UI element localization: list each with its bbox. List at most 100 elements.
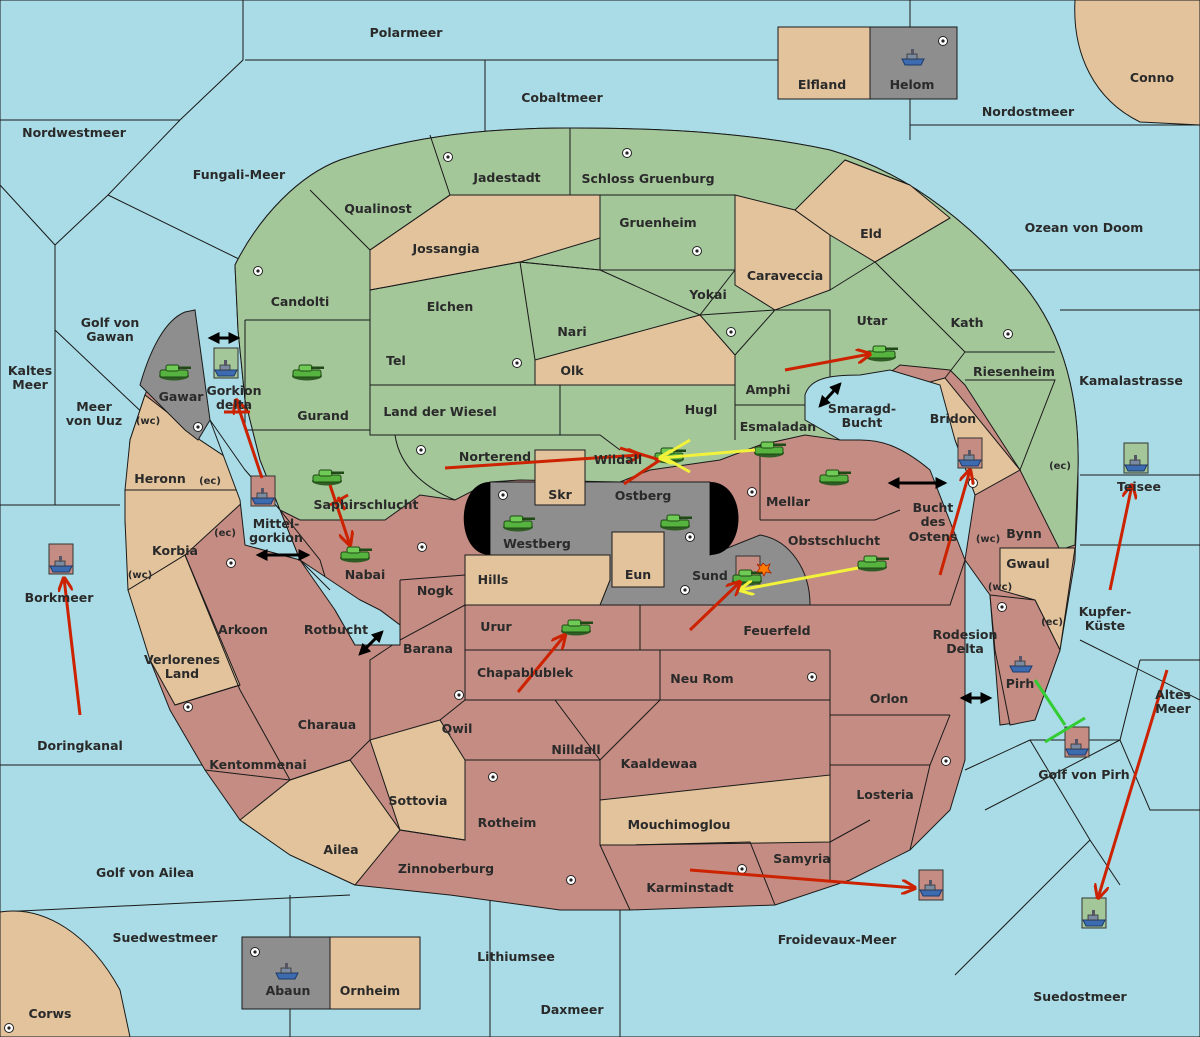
- label-teisee: Teisee: [1117, 479, 1161, 494]
- label-sottovia: Sottovia: [389, 793, 448, 808]
- label-chapablublek: Chapablublek: [477, 665, 574, 680]
- label-eld: Eld: [860, 226, 882, 241]
- label-bucht-1: Bucht: [913, 500, 954, 515]
- label-kupfer-2: Küste: [1085, 618, 1125, 633]
- label-eun: Eun: [625, 567, 651, 582]
- label-borkmeer: Borkmeer: [25, 590, 95, 605]
- label-land-wiesel: Land der Wiesel: [383, 404, 496, 419]
- label-losteria: Losteria: [856, 787, 913, 802]
- label-ostberg: Ostberg: [615, 488, 672, 503]
- label-elchen: Elchen: [427, 299, 474, 314]
- label-nabai: Nabai: [345, 567, 386, 582]
- label-altes-2: Meer: [1155, 701, 1191, 716]
- label-olk: Olk: [560, 363, 584, 378]
- label-kamalastrasse: Kamalastrasse: [1079, 373, 1183, 388]
- label-westberg: Westberg: [503, 536, 571, 551]
- label-feuerfeld: Feuerfeld: [743, 623, 810, 638]
- label-nogk: Nogk: [417, 583, 454, 598]
- label-zinnoberburg: Zinnoberburg: [398, 861, 494, 876]
- label-coast-bynn-ec: (ec): [1049, 461, 1071, 472]
- label-uuz-2: von Uuz: [66, 413, 122, 428]
- label-kentommenai: Kentommenai: [209, 757, 307, 772]
- label-fungali: Fungali-Meer: [193, 167, 286, 182]
- label-uuz-1: Meer: [76, 399, 112, 414]
- label-yokai: Yokai: [688, 287, 727, 302]
- label-coast-korbia-wc: (wc): [128, 570, 152, 581]
- territory-elfland[interactable]: [777, 26, 871, 100]
- label-jadestadt: Jadestadt: [472, 170, 540, 185]
- label-coast-korbia-ec: (ec): [214, 528, 236, 539]
- capsule-right-cap: [710, 482, 739, 555]
- label-suedwestmeer: Suedwestmeer: [113, 930, 219, 945]
- territory-eun[interactable]: [611, 531, 665, 588]
- label-gruenheim: Gruenheim: [619, 215, 696, 230]
- label-smaragd-2: Bucht: [842, 415, 883, 430]
- label-helom: Helom: [890, 77, 935, 92]
- label-rodesion-2: Delta: [946, 641, 984, 656]
- label-tel: Tel: [386, 353, 406, 368]
- label-orlon: Orlon: [870, 691, 909, 706]
- label-barana: Barana: [403, 641, 453, 656]
- label-wildall: Wildall: [594, 452, 642, 467]
- label-coast-heronn-ec: (ec): [199, 476, 221, 487]
- label-smaragd-1: Smaragd-: [828, 401, 896, 416]
- label-obstschlucht: Obstschlucht: [788, 533, 880, 548]
- territory-conno[interactable]: [1074, 0, 1200, 126]
- label-doringkanal: Doringkanal: [37, 738, 123, 753]
- label-rodesion-1: Rodesion: [933, 627, 998, 642]
- label-gorkion-2: delta: [216, 397, 252, 412]
- territory-ornheim[interactable]: [329, 936, 421, 1010]
- label-golf-gawan-2: Gawan: [86, 329, 134, 344]
- order-arrows: [64, 354, 1169, 898]
- territory-olk[interactable]: [534, 314, 736, 386]
- label-samyria: Samyria: [773, 851, 831, 866]
- label-altes-1: Altes: [1155, 687, 1191, 702]
- label-caraveccia: Caraveccia: [747, 268, 823, 283]
- label-ailea: Ailea: [323, 842, 358, 857]
- smaragd-bucht-inlet: [804, 369, 976, 562]
- label-mouchimoglou: Mouchimoglou: [628, 817, 731, 832]
- label-neu-rom: Neu Rom: [670, 671, 733, 686]
- label-gawar: Gawar: [159, 389, 205, 404]
- label-mellar: Mellar: [766, 494, 811, 509]
- label-nordostmeer: Nordostmeer: [982, 104, 1075, 119]
- label-kath: Kath: [951, 315, 984, 330]
- red-internal-borders: [174, 445, 966, 911]
- label-urur: Urur: [480, 619, 512, 634]
- label-ornheim: Ornheim: [340, 983, 400, 998]
- label-rotbucht: Rotbucht: [304, 622, 368, 637]
- label-golf-ailea: Golf von Ailea: [96, 865, 194, 880]
- label-daxmeer: Daxmeer: [540, 1002, 604, 1017]
- label-cobaltmeer: Cobaltmeer: [521, 90, 603, 105]
- sea-labels: Polarmeer Cobaltmeer Nordwestmeer Fungal…: [8, 25, 1192, 1017]
- label-coast-gwaul-ec: (ec): [1041, 617, 1063, 628]
- label-kaltes-2: Meer: [12, 377, 48, 392]
- label-hugl: Hugl: [685, 402, 718, 417]
- label-nordwestmeer: Nordwestmeer: [22, 125, 127, 140]
- label-sund: Sund: [692, 568, 728, 583]
- label-bridon: Bridon: [930, 411, 976, 426]
- label-heronn: Heronn: [134, 471, 186, 486]
- label-froidevaux: Froidevaux-Meer: [778, 932, 897, 947]
- label-saphir: Saphirschlucht: [314, 497, 419, 512]
- label-mittel-2: gorkion: [249, 530, 303, 545]
- label-gurand: Gurand: [297, 408, 349, 423]
- label-suedostmeer: Suedostmeer: [1033, 989, 1127, 1004]
- label-ozean: Ozean von Doom: [1025, 220, 1144, 235]
- label-bynn: Bynn: [1006, 526, 1041, 541]
- label-candolti: Candolti: [271, 294, 330, 309]
- label-mittel-1: Mittel-: [253, 516, 300, 531]
- label-pirh: Pirh: [1006, 676, 1035, 691]
- green-internal-borders: [244, 128, 1056, 501]
- label-polarmeer: Polarmeer: [370, 25, 444, 40]
- label-coast-gwaul-wc: (wc): [988, 582, 1012, 593]
- territory-hills[interactable]: [464, 554, 611, 606]
- label-karminstadt: Karminstadt: [646, 880, 733, 895]
- rotbucht-inlet: [299, 559, 401, 646]
- label-coast-bynn-wc: (wc): [976, 534, 1000, 545]
- label-hills: Hills: [478, 572, 509, 587]
- territory-corws[interactable]: [0, 910, 131, 1037]
- label-charaua: Charaua: [298, 717, 356, 732]
- label-kaltes-1: Kaltes: [8, 363, 52, 378]
